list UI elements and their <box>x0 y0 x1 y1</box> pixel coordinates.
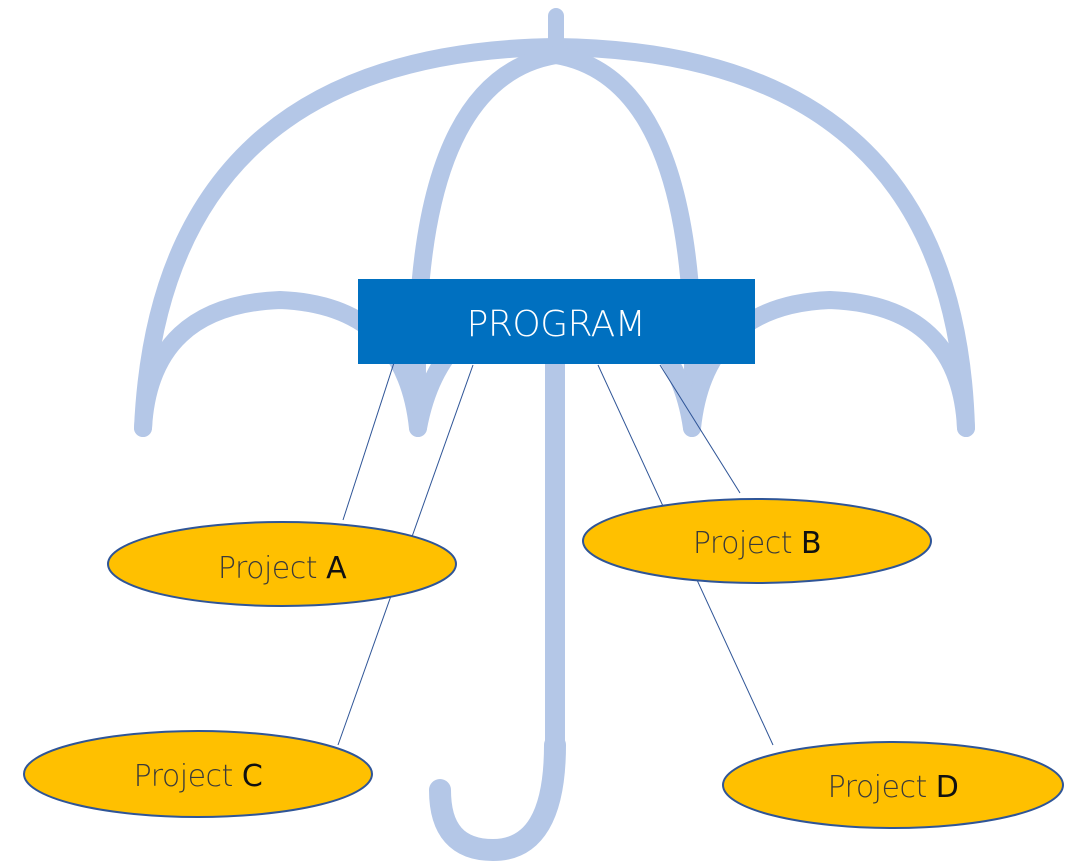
umbrella-handle <box>429 734 566 861</box>
project-d-letter: D <box>936 770 959 805</box>
project-b-letter: B <box>801 526 821 561</box>
project-a-word: Project <box>218 551 317 586</box>
project-a-label: Project A <box>218 551 347 586</box>
project-b-label: Project B <box>693 526 821 561</box>
project-d-ellipse <box>722 741 1064 829</box>
project-c-word: Project <box>134 759 233 794</box>
connector-program-to-project-a <box>342 334 404 521</box>
project-b-word: Project <box>693 526 792 561</box>
project-b-ellipse <box>582 498 932 584</box>
program-label: PROGRAM <box>467 304 646 345</box>
project-c-ellipse <box>23 730 373 818</box>
project-d-word: Project <box>828 770 927 805</box>
umbrella-icon <box>134 8 975 861</box>
project-d-label: Project D <box>828 770 959 805</box>
project-a-ellipse <box>107 521 457 607</box>
project-d-node: Project D <box>722 741 1064 829</box>
project-c-letter: C <box>242 759 262 794</box>
project-a-node: Project A <box>107 521 457 607</box>
project-c-label: Project C <box>134 759 263 794</box>
program-box: PROGRAM <box>358 279 755 364</box>
project-a-letter: A <box>326 551 347 586</box>
connector-program-to-project-b <box>659 364 741 494</box>
program-box-background <box>358 279 755 364</box>
project-c-node: Project C <box>23 730 373 818</box>
project-b-node: Project B <box>582 498 932 584</box>
